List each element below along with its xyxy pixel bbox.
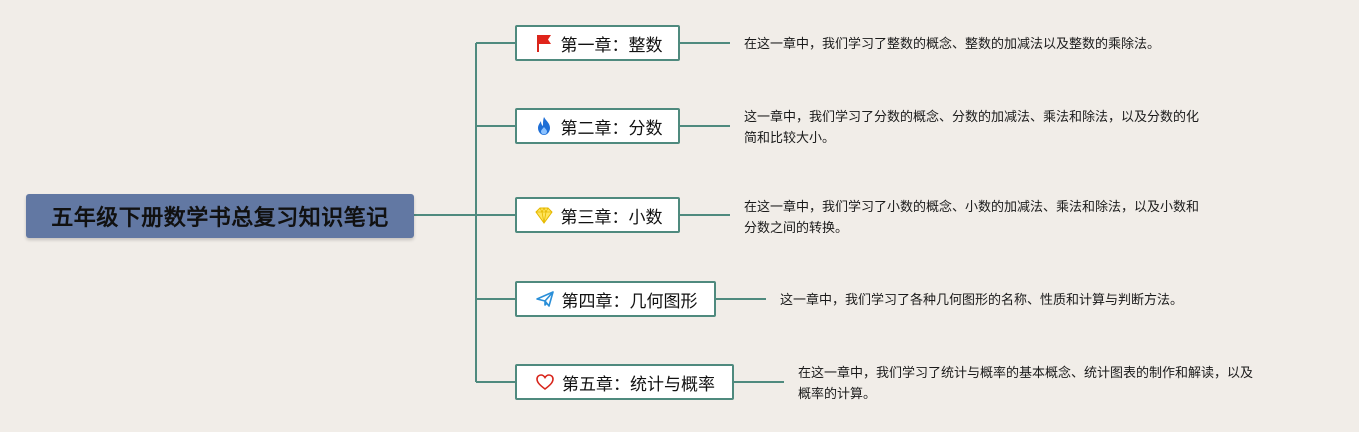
chapter-desc-4-line-1: 这一章中，我们学习了各种几何图形的名称、性质和计算与判断方法。 xyxy=(780,293,1184,308)
chapter-title-5: 第五章：统计与概率 xyxy=(562,374,715,395)
root-topic[interactable]: 五年级下册数学书总复习知识笔记 xyxy=(26,194,414,238)
chapter-node-3[interactable]: 第三章：小数 xyxy=(515,197,680,233)
chapter-title-3: 第三章：小数 xyxy=(560,207,663,228)
chapter-desc-1-line-1: 在这一章中，我们学习了整数的概念、整数的加减法以及整数的乘除法。 xyxy=(744,37,1161,52)
chapter-desc-4: 这一章中，我们学习了各种几何图形的名称、性质和计算与判断方法。 xyxy=(780,290,1183,311)
chapter-node-1[interactable]: 第一章：整数 xyxy=(515,25,680,61)
diamond-icon xyxy=(533,204,555,226)
chapter-title-1: 第一章：整数 xyxy=(560,35,663,56)
chapter-title-2: 第二章：分数 xyxy=(560,118,663,139)
chapter-desc-5: 在这一章中，我们学习了统计与概率的基本概念、统计图表的制作和解读，以及 概率的计… xyxy=(798,363,1253,405)
chapter-desc-3: 在这一章中，我们学习了小数的概念、小数的加减法、乘法和除法，以及小数和 分数之间… xyxy=(744,197,1199,239)
chapter-desc-2-line-1: 这一章中，我们学习了分数的概念、分数的加减法、乘法和除法，以及分数的化 xyxy=(744,110,1200,125)
chapter-node-5[interactable]: 第五章：统计与概率 xyxy=(515,364,734,400)
red-flag-icon xyxy=(533,32,555,54)
chapter-desc-3-line-2: 分数之间的转换。 xyxy=(744,221,849,236)
heart-icon xyxy=(534,371,556,393)
chapter-desc-5-line-1: 在这一章中，我们学习了统计与概率的基本概念、统计图表的制作和解读，以及 xyxy=(798,366,1254,381)
chapter-desc-5-line-2: 概率的计算。 xyxy=(798,387,877,402)
chapter-desc-2-line-2: 简和比较大小。 xyxy=(744,131,836,146)
chapter-desc-2: 这一章中，我们学习了分数的概念、分数的加减法、乘法和除法，以及分数的化 简和比较… xyxy=(744,107,1199,149)
chapter-node-2[interactable]: 第二章：分数 xyxy=(515,108,680,144)
paper-plane-icon xyxy=(534,288,556,310)
chapter-desc-3-line-1: 在这一章中，我们学习了小数的概念、小数的加减法、乘法和除法，以及小数和 xyxy=(744,200,1200,215)
fire-icon xyxy=(533,115,555,137)
chapter-title-4: 第四章：几何图形 xyxy=(561,291,698,312)
chapter-node-4[interactable]: 第四章：几何图形 xyxy=(515,281,716,317)
chapter-desc-1: 在这一章中，我们学习了整数的概念、整数的加减法以及整数的乘除法。 xyxy=(744,34,1160,55)
